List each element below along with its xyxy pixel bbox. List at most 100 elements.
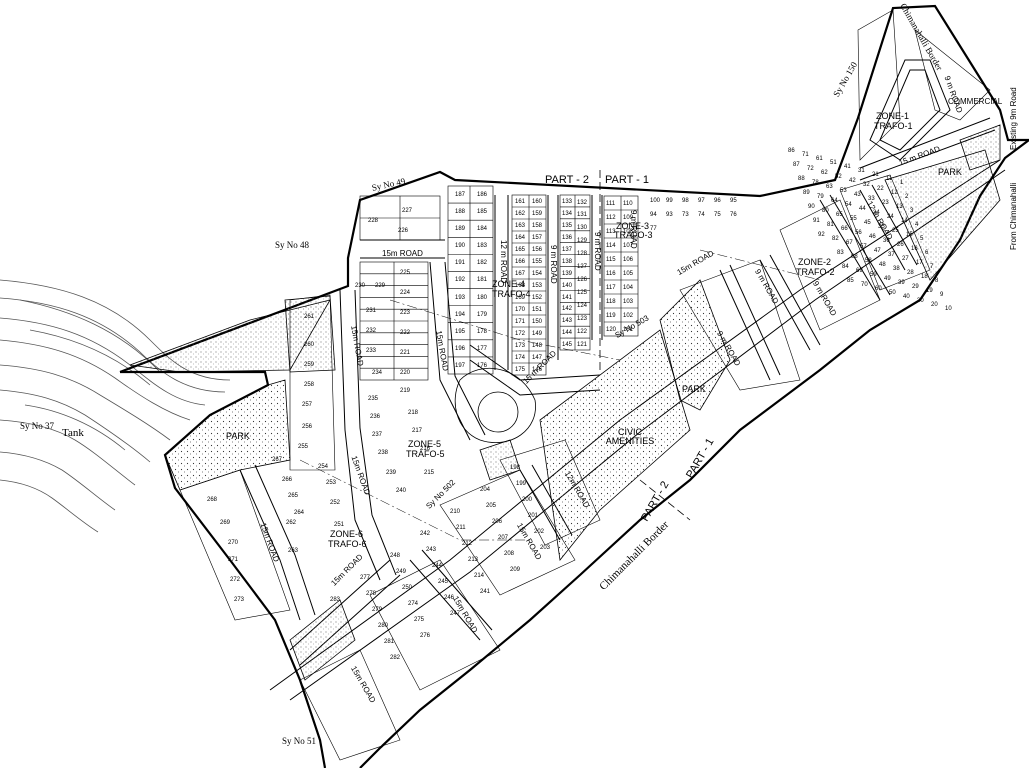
plot-number-204: 204 <box>480 487 491 493</box>
plot-number-279: 279 <box>372 607 383 613</box>
plot-number-216: 216 <box>420 446 431 452</box>
plot-number-235: 235 <box>368 396 379 402</box>
plot-number-260: 260 <box>304 342 315 348</box>
plot-number-68: 68 <box>851 254 858 260</box>
plot-number-35: 35 <box>878 224 885 230</box>
plot-number-37: 37 <box>888 252 895 258</box>
survey-label-sy51: Sy No 51 <box>282 736 317 746</box>
plot-number-11: 11 <box>886 176 893 182</box>
plot-number-7: 7 <box>930 264 934 270</box>
leader-lines <box>299 249 821 541</box>
plot-number-93: 93 <box>666 212 673 218</box>
plot-number-153: 153 <box>532 283 543 290</box>
plot-number-147: 147 <box>532 355 543 362</box>
plot-number-205: 205 <box>486 503 497 509</box>
plot-number-38: 38 <box>893 266 900 272</box>
zone-3-label: ZONE-3 <box>616 221 650 231</box>
plot-number-183: 183 <box>477 243 488 250</box>
plot-number-75: 75 <box>714 212 721 218</box>
plot-number-33: 33 <box>868 196 875 202</box>
plot-number-135: 135 <box>562 223 573 230</box>
plot-number-108: 108 <box>623 228 634 235</box>
plot-number-149: 149 <box>532 331 543 338</box>
plot-number-99: 99 <box>666 198 673 204</box>
plot-number-184: 184 <box>477 226 488 233</box>
plot-number-262: 262 <box>286 520 297 526</box>
plot-number-8: 8 <box>935 278 939 284</box>
plot-number-88: 88 <box>798 176 805 182</box>
plot-grid <box>179 9 991 761</box>
plot-number-219: 219 <box>400 388 411 394</box>
plot-number-51: 51 <box>830 160 837 166</box>
plot-number-79: 79 <box>817 194 824 200</box>
plot-number-258: 258 <box>304 382 315 388</box>
plot-number-217: 217 <box>412 428 423 434</box>
plot-number-254: 254 <box>318 464 329 470</box>
road-9m-vertical-a: 9 m ROAD <box>549 245 558 284</box>
plot-number-145: 145 <box>562 342 573 349</box>
plot-number-187: 187 <box>455 191 466 198</box>
plot-number-138: 138 <box>562 258 573 265</box>
plot-number-15: 15 <box>906 232 913 238</box>
plot-number-164: 164 <box>515 235 526 242</box>
plot-number-150: 150 <box>532 319 543 326</box>
plot-number-40: 40 <box>903 294 910 300</box>
plot-number-263: 263 <box>288 548 299 554</box>
plot-number-268: 268 <box>207 497 218 503</box>
plot-number-226: 226 <box>398 228 409 234</box>
plot-number-96: 96 <box>714 198 721 204</box>
plot-number-27: 27 <box>902 256 909 262</box>
plot-number-2: 2 <box>905 194 909 200</box>
tank-contours <box>0 279 231 533</box>
plot-number-29: 29 <box>912 284 919 290</box>
plot-number-131: 131 <box>577 212 588 219</box>
plot-number-76: 76 <box>730 212 737 218</box>
plot-number-6: 6 <box>925 250 929 256</box>
plot-number-3: 3 <box>910 208 914 214</box>
plot-number-48: 48 <box>879 262 886 268</box>
road-15m-top: 15m ROAD <box>382 249 423 258</box>
plot-number-50: 50 <box>889 290 896 296</box>
survey-label-sy48: Sy No 48 <box>275 240 310 250</box>
plot-number-53: 53 <box>840 188 847 194</box>
plot-number-132: 132 <box>577 199 588 206</box>
plot-number-242: 242 <box>420 531 431 537</box>
plot-number-107: 107 <box>623 242 634 249</box>
plot-number-113: 113 <box>606 228 616 235</box>
plot-number-116: 116 <box>606 270 616 277</box>
plot-number-158: 158 <box>532 223 543 230</box>
plot-number-196: 196 <box>455 345 466 352</box>
plot-number-174: 174 <box>515 355 526 362</box>
civic-amenities-label: CIVIC AMENITIES <box>605 427 655 446</box>
plot-number-283: 283 <box>330 597 341 603</box>
plot-number-154: 154 <box>532 271 543 278</box>
plot-number-272: 272 <box>230 577 241 583</box>
plot-number-238: 238 <box>378 450 389 456</box>
plot-number-39: 39 <box>898 280 905 286</box>
plot-number-98: 98 <box>682 198 689 204</box>
plot-number-202: 202 <box>534 529 545 535</box>
plot-number-136: 136 <box>562 234 573 241</box>
plot-number-282: 282 <box>390 655 401 661</box>
plot-number-172: 172 <box>515 331 526 338</box>
zone-1-label: ZONE-1 <box>876 111 910 121</box>
trafo-2-label: TRAFO-2 <box>796 267 835 277</box>
plot-number-215: 215 <box>424 470 435 476</box>
plot-number-44: 44 <box>859 206 866 212</box>
plot-number-223: 223 <box>400 310 411 316</box>
parks-and-amenities <box>129 124 1001 681</box>
plot-number-270: 270 <box>228 540 239 546</box>
plot-number-152: 152 <box>532 295 543 302</box>
plot-number-241: 241 <box>480 589 491 595</box>
plot-number-9: 9 <box>940 292 944 298</box>
plot-number-42: 42 <box>849 178 856 184</box>
plot-number-128: 128 <box>577 251 588 258</box>
plot-number-237: 237 <box>372 432 383 438</box>
plot-number-273: 273 <box>234 597 245 603</box>
plot-number-201: 201 <box>528 513 539 519</box>
plot-number-73: 73 <box>682 212 689 218</box>
plot-number-67: 67 <box>846 240 853 246</box>
plot-number-70: 70 <box>861 282 868 288</box>
plot-number-155: 155 <box>532 259 543 266</box>
plot-number-137: 137 <box>562 246 573 253</box>
